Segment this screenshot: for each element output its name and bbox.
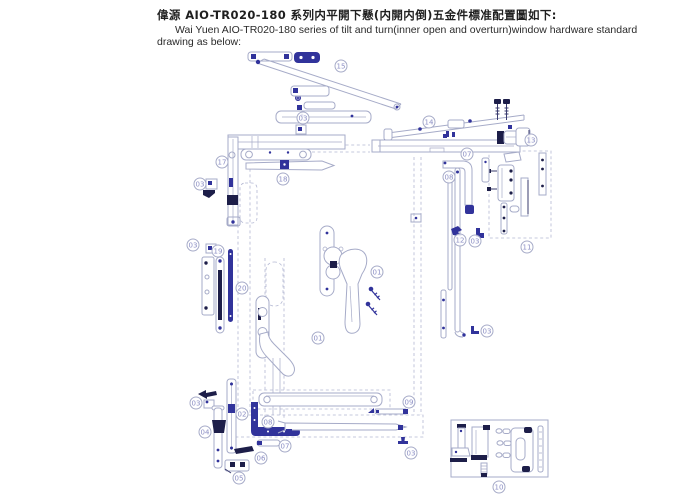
part-label-01: 01	[311, 331, 325, 345]
part-label-04: 04	[198, 425, 212, 439]
part-label-11: 11	[520, 240, 534, 254]
part-label-12: 12	[453, 233, 467, 247]
part-label-09: 09	[402, 395, 416, 409]
part-label-05: 05	[232, 471, 246, 485]
screws	[494, 99, 510, 120]
striker-plate-05	[224, 459, 250, 474]
window-handles	[255, 225, 381, 415]
top-right-rail-and-arm	[371, 99, 531, 153]
part-label-18: 18	[276, 172, 290, 186]
part-label-06: 06	[254, 451, 268, 465]
part-label-03: 03	[193, 177, 207, 191]
clip-icon	[198, 390, 217, 409]
pins	[495, 428, 512, 458]
clip-icon	[476, 228, 484, 238]
page-header: 偉源 AIO-TR020-180 系列内平開下懸(内開内倒)五金件標准配置圖如下…	[157, 7, 637, 48]
title-english-line2: drawing as below:	[157, 36, 242, 48]
part-label-08: 08	[442, 170, 456, 184]
top-frame-corner-hinge	[226, 134, 346, 227]
part-label-17: 17	[215, 155, 229, 169]
right-espagnolette	[440, 157, 490, 339]
part-label-19: 19	[211, 244, 225, 258]
parts-box-10	[450, 419, 549, 478]
lock-parts-box-11	[487, 151, 547, 235]
bottom-left-parts	[198, 378, 300, 474]
part-label-03: 03	[186, 238, 200, 252]
part-label-01: 01	[370, 265, 384, 279]
screws	[365, 286, 381, 316]
part-label-08: 08	[261, 415, 275, 429]
bottom-rails	[258, 392, 408, 444]
part-label-07: 07	[460, 147, 474, 161]
part-label-03: 03	[480, 324, 494, 338]
part-label-15: 15	[334, 59, 348, 73]
title-english-line1: Wai Yuen AIO-TR020-180 series of tilt an…	[175, 24, 638, 36]
handle-lower	[255, 295, 295, 415]
handle-upper	[319, 225, 368, 334]
part-label-10: 10	[492, 480, 506, 494]
part-label-20: 20	[235, 281, 249, 295]
part-label-03: 03	[296, 111, 310, 125]
part-label-14: 14	[422, 115, 436, 129]
part-label-03: 03	[189, 396, 203, 410]
part-label-02: 02	[235, 407, 249, 421]
part-label-13: 13	[524, 133, 538, 147]
title-chinese: 偉源 AIO-TR020-180 系列内平開下懸(内開内倒)五金件標准配置圖如下…	[157, 8, 557, 22]
part-label-03: 03	[404, 446, 418, 460]
part-label-07: 07	[278, 439, 292, 453]
part-label-03: 03	[468, 234, 482, 248]
clip-icon	[471, 326, 479, 334]
clip-icon	[398, 437, 408, 444]
left-espagnolette	[201, 178, 233, 334]
